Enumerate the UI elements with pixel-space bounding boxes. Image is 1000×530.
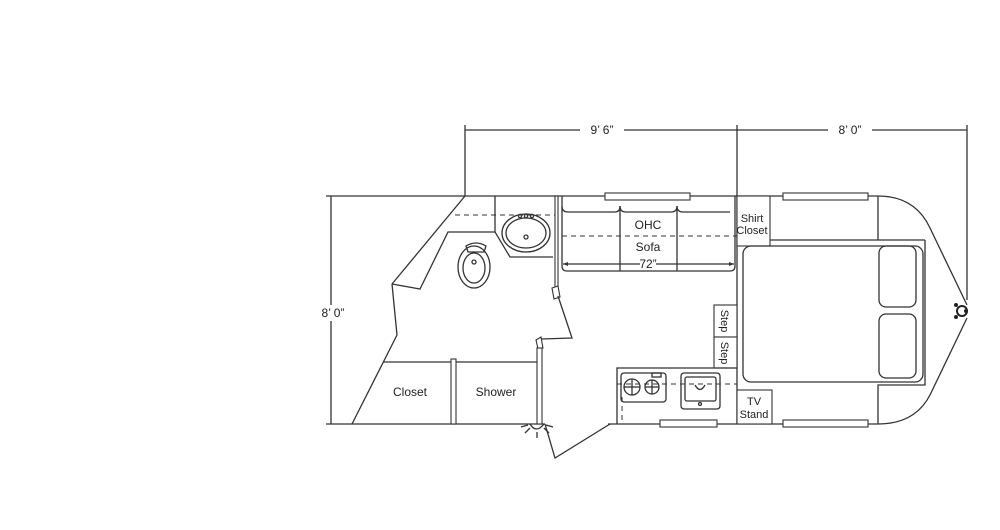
bedroom — [742, 196, 926, 424]
bed — [742, 245, 924, 383]
width-dimension: 8’ 0” — [322, 306, 345, 320]
shirt-closet-label-2: Closet — [736, 225, 767, 237]
sofa-length-dimension: 72” — [639, 257, 656, 271]
dimension-lines — [318, 122, 968, 425]
step-1-label: Step — [718, 310, 730, 333]
rear-length-dimension: 8’ 0” — [839, 123, 862, 137]
front-length-dimension: 9’ 6” — [591, 123, 614, 137]
toilet-icon — [457, 245, 491, 289]
tv-stand — [736, 389, 773, 425]
entry-door — [544, 423, 611, 460]
light-fixture-icon — [520, 423, 554, 438]
shower-label: Shower — [476, 385, 517, 399]
stove-icon — [620, 372, 667, 403]
step-2-label: Step — [718, 342, 730, 365]
shirt-closet — [736, 195, 771, 247]
closet-label: Closet — [393, 385, 428, 399]
galley — [616, 367, 737, 424]
hitch-icon — [954, 303, 968, 319]
pillow — [878, 313, 917, 379]
burner-icon — [623, 378, 660, 396]
tv-stand-label-1: TV — [747, 396, 762, 408]
sofa-label: Sofa — [636, 240, 661, 254]
ohc-label: OHC — [635, 218, 662, 232]
shirt-closet-label-1: Shirt — [741, 213, 764, 225]
pillow — [878, 245, 917, 308]
sofa — [561, 196, 737, 272]
bathroom — [391, 195, 573, 438]
sink-icon — [501, 213, 551, 253]
windows — [604, 192, 869, 428]
kitchen-sink-icon — [680, 372, 721, 410]
tv-stand-label-2: Stand — [740, 409, 769, 421]
